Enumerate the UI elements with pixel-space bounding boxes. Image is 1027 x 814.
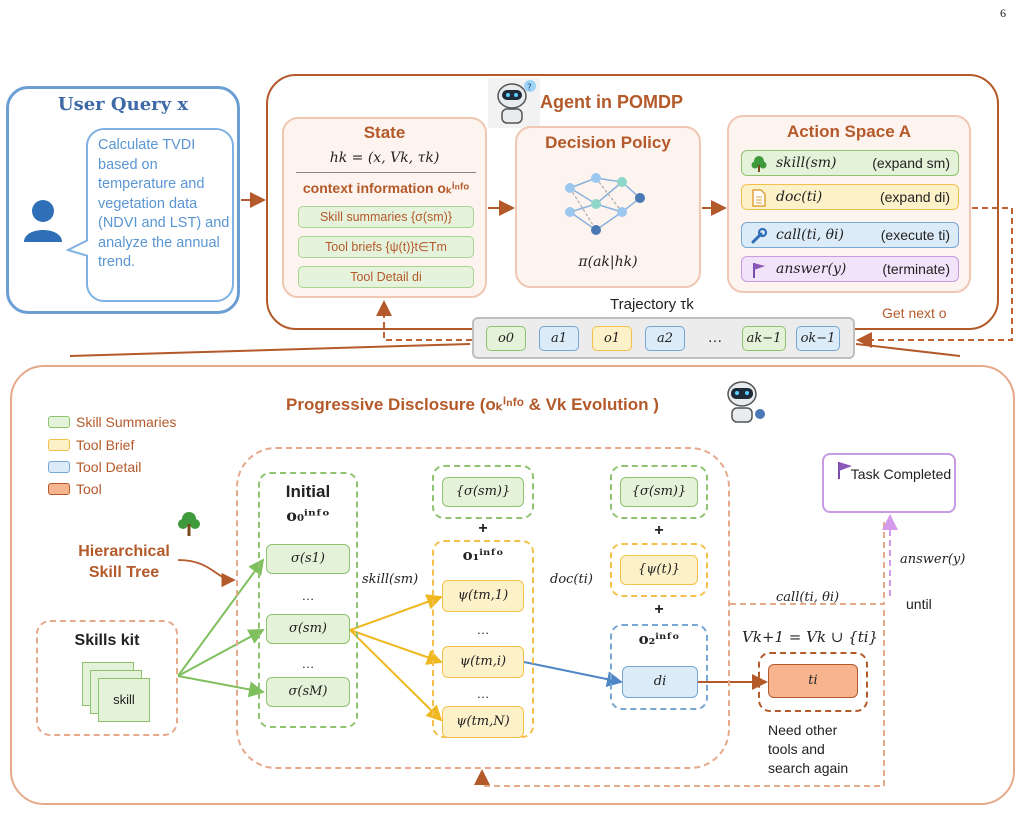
action-answer-call: answer(y) [776,261,847,277]
state-tool-briefs: Tool briefs {ψ(t)}t∈Tm [298,236,474,258]
col2-ellipsis-2: … [476,686,490,701]
user-avatar-icon [24,200,62,242]
o1-plus-sign: + [478,520,488,537]
tree-icon [751,156,767,172]
progressive-disclosure-panel [10,365,1015,805]
initial-ellipsis-2: … [301,656,315,671]
svg-text:?: ? [527,83,532,93]
action-skill: skill(sm) (expand sm) [741,150,959,176]
initial-ellipsis-1: … [301,588,315,603]
action-call: call(ti, θi) (execute ti) [741,222,959,248]
state-title: State [363,123,406,142]
get-next-label: Get next o [882,305,947,321]
flag-icon [838,462,852,479]
policy-formula: π(ak|hk) [578,254,638,270]
action-call-effect: (execute ti) [880,227,950,243]
wrench-icon [751,227,768,244]
tool-brief-node-1: ψ(tm,1) [442,580,524,612]
state-history-formula: hk = (x, Vk, τk) [329,150,440,166]
action-answer: answer(y) (terminate) [741,256,959,282]
o2-tool-detail-group [610,624,708,710]
task-completed-label: Task Completed [850,466,952,482]
progressive-disclosure-title: Progressive Disclosure (oₖⁱⁿᶠᵒ & Vk Evol… [286,395,659,414]
trajectory-label: Trajectory τk [610,296,694,313]
initial-observation-label: o₀ⁱⁿᶠᵒ [286,506,330,525]
action-call-call: call(ti, θi) [776,227,844,243]
action-space-title: Action Space A [786,122,912,141]
trajectory-token-o0: o0 [486,326,526,351]
o1-observation-label: o₁ⁱⁿᶠᵒ [462,546,504,564]
answer-edge-label: answer(y) [900,552,966,567]
col2-ellipsis-1: … [476,622,490,637]
action-doc: doc(ti) (expand di) [741,184,959,210]
action-skill-effect: (expand sm) [872,155,950,171]
trajectory-token-a2: a2 [645,326,685,351]
o2-plus-sign-1: + [654,522,664,539]
page-number: 6 [1000,6,1006,20]
disclosure-stages-region [236,447,730,769]
state-tool-detail: Tool Detail di [298,266,474,288]
robot-icon: ? [488,78,540,128]
legend-tool-detail: Tool Detail [48,459,141,475]
o2-observation-label: o₂ⁱⁿᶠᵒ [638,630,680,648]
document-icon [752,189,766,207]
action-skill-call: skill(sm) [776,155,837,171]
trajectory-ellipsis: … [707,329,723,346]
legend-tool-brief: Tool Brief [48,437,134,453]
until-label: until [906,596,932,612]
legend-tool: Tool [48,481,102,497]
action-doc-effect: (expand di) [879,189,950,205]
user-query-text: Calculate TVDI based on temperature and … [98,137,230,270]
o2-plus-sign-2: + [654,601,664,618]
doc-edge-label: doc(ti) [550,572,593,587]
context-information-label: context information oₖⁱⁿᶠᵒ [302,180,470,196]
skill-card-front: skill [98,678,150,722]
state-skill-summaries: Skill summaries {σ(sm)} [298,206,474,228]
tool-set-update-formula: Vk+1 = Vk ∪ {ti} [742,628,879,646]
flag-icon [753,263,765,278]
skills-kit-title: Skills kit [74,632,140,649]
initial-observation-column [258,472,358,728]
tool-brief-node-i: ψ(tm,i) [442,646,524,678]
o2-tool-brief-group [610,543,708,597]
robot-icon [727,381,765,423]
skill-summary-node-m: σ(sm) [266,614,350,644]
agent-pomdp-title: Agent in POMDP [540,92,683,112]
skill-summary-node-M: σ(sM) [266,677,350,707]
state-divider [296,172,476,173]
task-completed-panel [822,453,956,513]
decision-policy-title: Decision Policy [545,133,671,152]
initial-title: Initial [285,482,331,501]
action-doc-call: doc(ti) [776,189,823,205]
trajectory-token-ak-1: ak−1 [742,326,786,351]
speech-bubble-tail [66,239,89,257]
o1-skill-summary-node: {σ(sm)} [442,477,524,507]
speech-bubble [86,128,234,302]
trajectory-token-o1: o1 [592,326,632,351]
o2-skill-summary-node: {σ(sm)} [620,477,698,507]
o2-tool-brief-node: {ψ(t)} [620,555,698,585]
tool-node: ti [768,664,858,698]
trajectory-token-ok-1: ok−1 [796,326,840,351]
user-query-title: User Query x [57,94,189,115]
hierarchical-skill-tree-label: Hierarchical Skill Tree [78,543,170,581]
neural-network-icon [565,173,645,235]
skill-edge-label: skill(sm) [362,572,419,587]
legend-skill-summaries: Skill Summaries [48,414,176,430]
trajectory-token-a1: a1 [539,326,579,351]
action-answer-effect: (terminate) [882,261,950,277]
o2-skill-summary-group [610,465,708,519]
need-other-tools-label: Need other tools and search again [768,722,849,776]
tool-detail-node: di [622,666,698,698]
skill-summary-node-1: σ(s1) [266,544,350,574]
o1-skill-summary-group [432,465,534,519]
call-edge-label: call(ti, θi) [776,590,840,605]
tool-brief-node-N: ψ(tm,N) [442,706,524,738]
tree-icon [178,512,200,536]
skills-kit-panel [36,620,178,736]
tool-group [758,652,868,712]
